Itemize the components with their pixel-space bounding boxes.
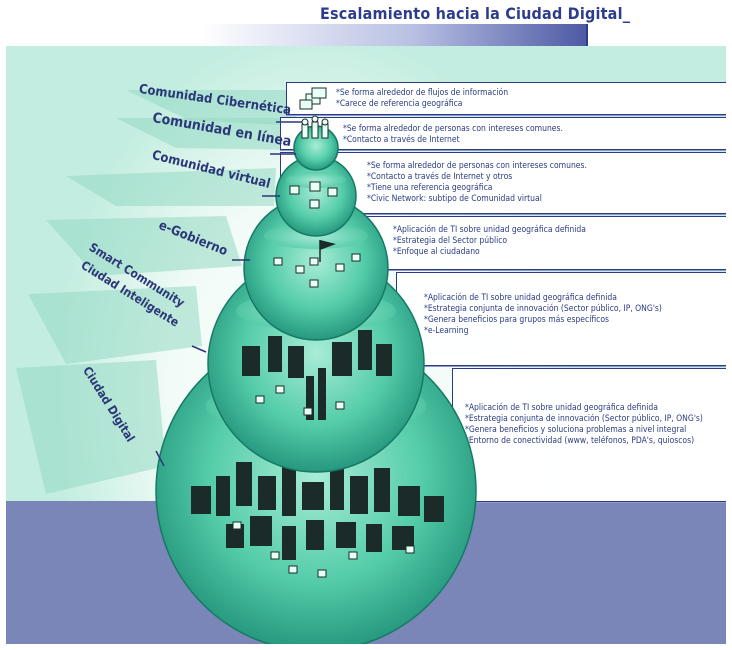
beam-2: [116, 118, 300, 150]
beam-4: [46, 216, 242, 276]
row-3-point-1: *Se forma alrededor de personas con inte…: [367, 161, 587, 171]
row-5-point-2: *Estrategia conjunta de innovación (Sect…: [424, 304, 662, 314]
page-title: Escalamiento hacia la Ciudad Digital_: [320, 4, 631, 23]
row-1-point-1: *Se forma alrededor de flujos de informa…: [336, 88, 509, 98]
row-3-point-4: *Civic Network: subtipo de Comunidad vir…: [367, 194, 542, 204]
row-2-point-1: *Se forma alrededor de personas con inte…: [343, 124, 563, 134]
row-5-point-1: *Aplicación de TI sobre unidad geográfic…: [424, 293, 617, 303]
row-6-point-4: *Entorno de conectividad (www, teléfonos…: [465, 436, 695, 446]
diagram-panel: *Se forma alrededor de flujos de informa…: [6, 46, 726, 644]
city-buildings-medium: [242, 330, 392, 420]
houses-small: [273, 253, 361, 288]
beam-5: [28, 286, 202, 364]
beam-6: [16, 360, 166, 494]
sphere-stack: [155, 87, 477, 644]
row-6-point-1: *Aplicación de TI sobre unidad geográfic…: [465, 403, 658, 413]
row-4-point-3: *Enfoque al ciudadano: [393, 247, 480, 257]
row-1-point-2: *Carece de referencia geográfica: [336, 99, 463, 109]
row-4-point-2: *Estrategia del Sector público: [393, 236, 508, 246]
houses-virtual: [289, 181, 338, 209]
row-2-point-2: *Contacto a través de Internet: [343, 135, 460, 145]
row-ciudad-digital: *Aplicación de TI sobre unidad geográfic…: [452, 368, 726, 502]
label-beams: [16, 90, 300, 494]
people-icon: [301, 115, 329, 139]
houses-medium: [255, 385, 345, 416]
row-4-point-1: *Aplicación de TI sobre unidad geográfic…: [393, 225, 586, 235]
row-3-point-3: *Tiene una referencia geográfica: [367, 183, 493, 193]
row-5-point-4: *e-Learning: [424, 326, 469, 336]
label-pointers: [155, 121, 302, 467]
row-3-point-2: *Contacto a través de Internet y otros: [367, 172, 513, 182]
row-5-point-3: *Genera beneficios para grupos más espec…: [424, 315, 610, 325]
row-e-gobierno: *Aplicación de TI sobre unidad geográfic…: [358, 216, 726, 270]
row-smart-community: *Aplicación de TI sobre unidad geográfic…: [396, 272, 726, 366]
beam-1: [126, 90, 300, 126]
row-comunidad-en-linea: *Se forma alrededor de personas con inte…: [280, 117, 726, 150]
beam-3: [66, 168, 276, 206]
city-buildings-large: [191, 462, 444, 560]
flag-icon: [319, 240, 336, 262]
row-6-point-2: *Estrategia conjunta de innovación (Sect…: [465, 414, 703, 424]
row-6-point-3: *Genera beneficios y soluciona problemas…: [465, 425, 687, 435]
network-icon: [299, 87, 327, 110]
houses-large: [232, 521, 415, 578]
row-comunidad-cibernetica: *Se forma alrededor de flujos de informa…: [286, 82, 726, 115]
